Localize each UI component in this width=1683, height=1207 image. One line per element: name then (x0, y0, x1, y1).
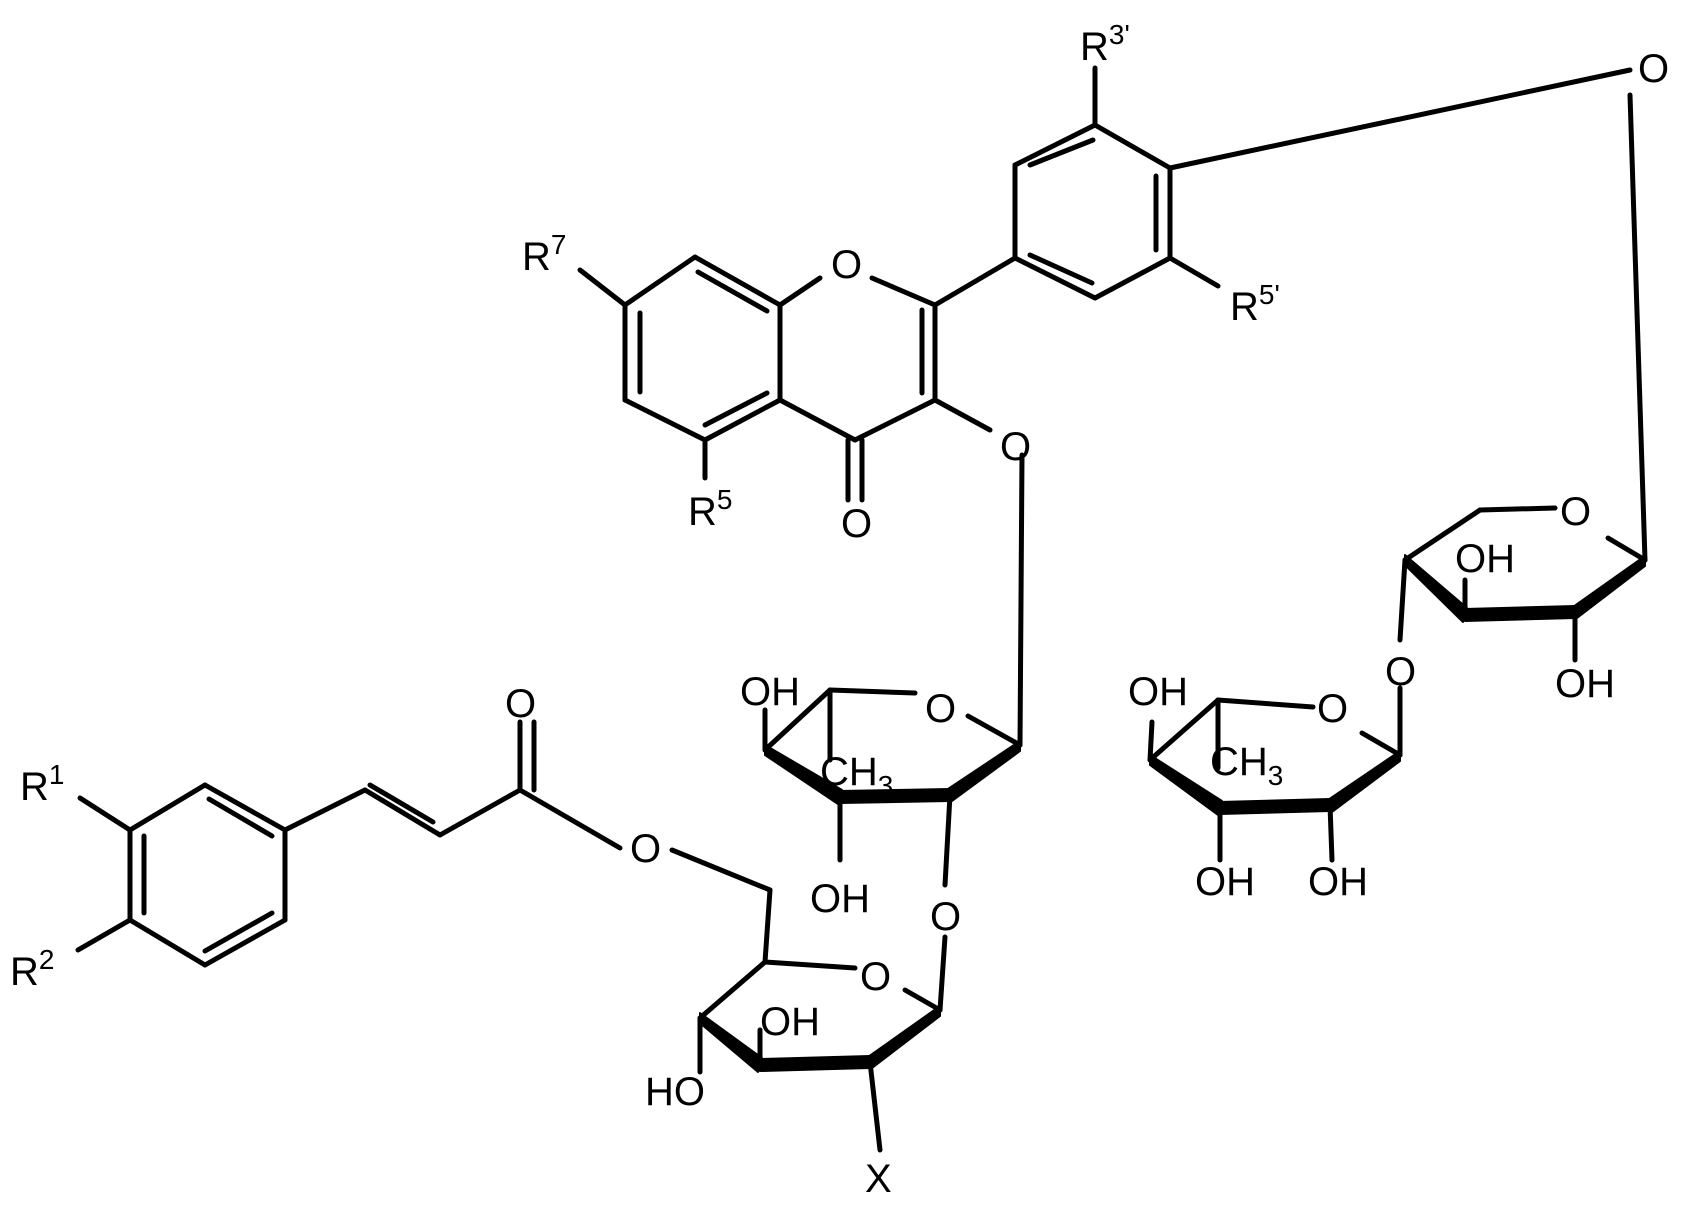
xylose-wedge-bottom (1465, 606, 1575, 621)
glucose-wedge-bottom (760, 1056, 870, 1071)
xylose-ring-oxygen-label: O (1560, 490, 1591, 534)
glycosidic-oxygen-3-label: O (1000, 425, 1031, 469)
rhamnose-1-oh-3-label: OH (810, 877, 870, 921)
glucose-ring-oxygen-label: O (860, 955, 891, 999)
rhamnose-2-wedge-bottom (1220, 799, 1330, 814)
rhamnose-2-ring-oxygen-label: O (1317, 687, 1348, 731)
glucose-oh-3-label: OH (760, 1000, 820, 1044)
carbonyl-oxygen-label: O (841, 502, 872, 546)
glycosidic-oxygen-4prime-label: O (1638, 47, 1669, 91)
xylose-rhamnose-link-oxygen-label: O (1385, 650, 1416, 694)
ring-oxygen-label: O (831, 243, 862, 287)
rhamnose-1-oh-4-label: OH (740, 670, 800, 714)
glucose-ho-4-label: HO (645, 1070, 705, 1114)
xylose-oh-3-label: OH (1455, 537, 1515, 581)
rhamnose-glucose-link-oxygen-label: O (930, 895, 961, 939)
ester-oxygen-label: O (630, 827, 661, 871)
rhamnose-1-ring-oxygen-label: O (925, 687, 956, 731)
rhamnose-2-oh-2-label: OH (1308, 860, 1368, 904)
x-label: X (865, 1157, 892, 1201)
ester-carbonyl-oxygen-label: O (505, 682, 536, 726)
xylose-oh-2-label: OH (1555, 662, 1615, 706)
rhamnose-2-oh-3-label: OH (1195, 860, 1255, 904)
rhamnose-2-oh-4-label: OH (1128, 670, 1188, 714)
